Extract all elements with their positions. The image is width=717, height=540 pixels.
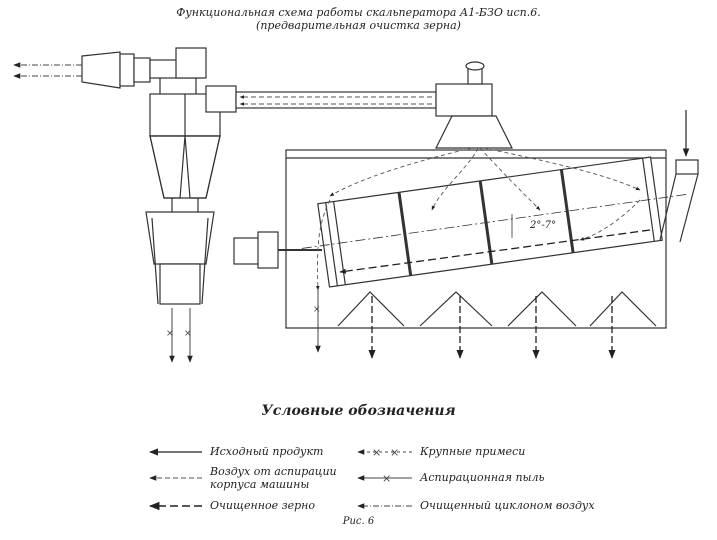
inlet-pipe <box>659 159 699 243</box>
svg-text:×: × <box>372 446 381 459</box>
diagram-title: Функциональная схема работы скальператор… <box>176 6 541 19</box>
legend-title: Условные обозначения <box>261 403 456 419</box>
legend-label-housing-aspiration-air-line2: корпуса машины <box>210 478 310 491</box>
dust-hopper <box>145 211 215 305</box>
cyclone-duct <box>149 47 207 94</box>
legend-symbol-aspiration-dust: × <box>357 472 412 485</box>
svg-text:×: × <box>390 446 399 459</box>
svg-text:×: × <box>382 472 391 485</box>
legend-label-housing-aspiration-air-line1: Воздух от аспирации <box>210 465 337 478</box>
svg-text:×: × <box>184 329 192 339</box>
scalperator-schematic: × × 2°-7° <box>13 47 699 363</box>
dust-discharge-arrows: × × <box>166 308 193 363</box>
drum-angle-label: 2°-7° <box>529 220 556 231</box>
legend-label-cyclone-cleaned-air: Очищенный циклоном воздух <box>420 499 595 512</box>
diagram-subtitle: (предварительная очистка зерна) <box>256 19 461 32</box>
machine-housing <box>285 149 667 329</box>
sieve-drum <box>301 156 689 288</box>
legend-symbol-coarse-impurities: × × <box>357 446 412 459</box>
figure-caption: Рис. 6 <box>342 516 375 527</box>
top-intake-hood <box>435 61 513 149</box>
drive-motor <box>233 231 322 269</box>
duct-air-flow <box>239 95 432 106</box>
coarse-impurity-outlet: × <box>313 290 321 353</box>
legend-label-housing-aspiration-air: Воздух от аспирации корпуса машины <box>210 465 337 491</box>
aspiration-duct <box>205 83 493 117</box>
svg-text:×: × <box>166 329 174 339</box>
exhaust-air-arrows <box>13 62 82 79</box>
grain-discharge-arrows <box>368 296 616 359</box>
legend-symbols: × × × <box>148 446 412 511</box>
legend-label-aspiration-dust: Аспирационная пыль <box>420 471 545 484</box>
legend-label-source-product: Исходный продукт <box>210 445 324 458</box>
svg-text:×: × <box>313 305 321 315</box>
fan-outlet <box>81 51 151 89</box>
legend-label-coarse-impurities: Крупные примеси <box>420 445 526 458</box>
legend-label-cleaned-grain: Очищенное зерно <box>210 499 316 512</box>
cleaned-grain-path <box>339 229 651 274</box>
